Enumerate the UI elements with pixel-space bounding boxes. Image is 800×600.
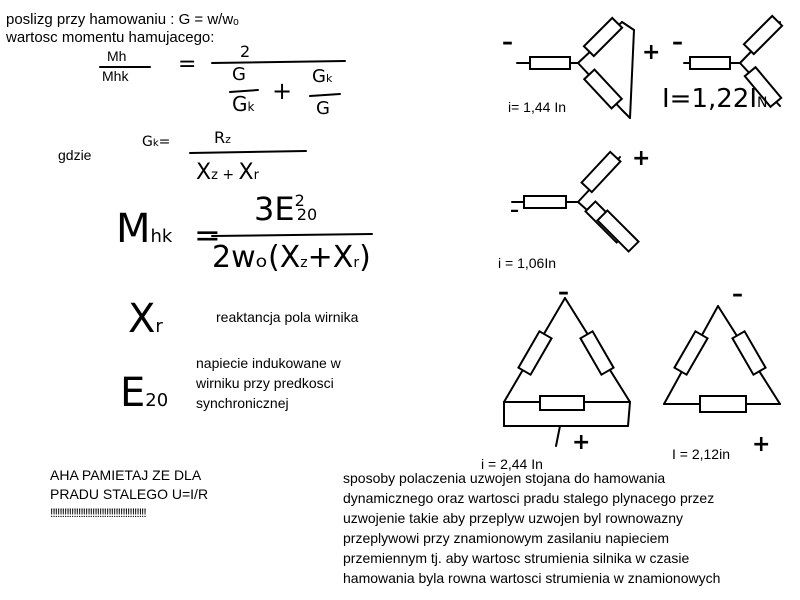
c4-minus-sign: –: [558, 280, 569, 305]
aha-line-2: PRADU STALEGO U=I/R: [50, 486, 209, 502]
methods-line-2: dynamicznego oraz wartosci pradu stalego…: [343, 490, 715, 506]
xz-plus-xr: Xz + Xr: [196, 160, 259, 185]
slip-heading: poslizg przy hamowaniu : G = w/wₒ: [6, 11, 239, 28]
xr-symbol: Xr: [128, 296, 163, 342]
induced-voltage-line-1: napiecie indukowane w: [196, 355, 341, 371]
circuit-star-1: [516, 16, 635, 119]
methods-line-4: przeplywowi przy znamionowym zasilaniu n…: [343, 530, 670, 546]
equals-sign-1: =: [178, 52, 197, 77]
c1-plus-sign: +: [642, 40, 661, 65]
c2-minus-sign: –: [672, 30, 683, 55]
g-over-gk-den: Gk: [232, 92, 255, 116]
e20-symbol: E20: [120, 370, 169, 416]
methods-line-5: przemiennym tj. aby wartosc strumienia s…: [343, 550, 690, 566]
c4-plus-sign: +: [572, 430, 591, 455]
circuit-star-3: [511, 150, 640, 253]
rz-numerator: Rz: [214, 128, 231, 147]
fraction-denominator: Mhk: [102, 68, 129, 84]
c1-current-label: i= 1,44 In: [508, 99, 566, 115]
c3-minus-sign: –: [510, 200, 519, 221]
fraction-bar-gk-g: [309, 93, 341, 97]
fraction-bar-g-gk: [229, 89, 259, 93]
c1-minus-sign: –: [502, 30, 513, 55]
mhk-denominator: 2wₒ(Xz+Xr): [212, 240, 371, 275]
gk-definition: Gk=: [142, 134, 171, 150]
fraction-bar-main: [211, 60, 346, 64]
fraction-bar-mhk: [211, 233, 373, 237]
methods-line-6: hamowania byla rowna wartosci strumienia…: [343, 570, 721, 586]
fraction-bar-gk: [189, 150, 307, 154]
numerator-two: 2: [240, 42, 251, 61]
fraction-numerator: Mh: [107, 48, 127, 64]
c5-minus-sign: –: [732, 282, 743, 307]
braking-torque-heading: wartosc momentu hamujacego:: [6, 29, 215, 46]
aha-line-3: !!!!!!!!!!!!!!!!!!!!!!!!!!!!!!!!!!!!!!!!…: [50, 506, 147, 520]
induced-voltage-line-3: synchronicznej: [196, 395, 289, 411]
circuit-delta-4: [503, 297, 631, 447]
gdzie-label: gdzie: [58, 147, 92, 163]
c3-plus-sign: +: [632, 146, 651, 171]
aha-line-1: AHA PAMIETAJ ZE DLA: [50, 467, 202, 483]
gk-over-g-den: G: [316, 98, 330, 119]
methods-line-3: uzwojenie takie aby przeplyw uzwojen byl…: [343, 510, 684, 526]
c3-current-label: i = 1,06In: [498, 255, 556, 271]
c4-current-label: i = 2,44 In: [481, 456, 543, 472]
mhk-symbol: Mhk: [116, 206, 173, 252]
circuit-star-2: [683, 14, 784, 109]
induced-voltage-line-2: wirniku przy predkosci: [196, 375, 334, 391]
plus-sign: +: [272, 77, 293, 105]
rotor-reactance-label: reaktancja pola wirnika: [216, 309, 359, 325]
gk-over-g-num: Gk: [312, 66, 333, 87]
methods-line-1: sposoby polaczenia uzwojen stojana do ha…: [343, 470, 666, 486]
g-over-gk-num: G: [232, 64, 246, 85]
c2-current-label: I=1,22IN: [662, 84, 768, 114]
mhk-numerator: 3E220: [254, 190, 318, 228]
c5-plus-sign: +: [752, 432, 771, 457]
c5-current-label: I = 2,12in: [672, 446, 730, 462]
circuit-delta-5: [663, 305, 781, 413]
